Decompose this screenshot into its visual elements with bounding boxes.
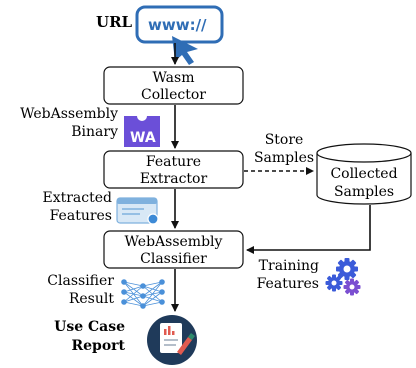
svg-text:Result: Result [69,291,115,307]
svg-text:Store: Store [265,132,304,148]
svg-text:Classifier: Classifier [47,273,114,289]
extracted-features-line1: Extracted [43,190,113,206]
store-samples-line1: Store [265,132,304,148]
svg-text:Features: Features [50,208,112,224]
feature-extractor-box: Feature Extractor [103,150,244,189]
training-features-line1: Training [259,258,319,274]
svg-text:Binary: Binary [71,124,118,140]
svg-text:Classifier: Classifier [140,251,207,267]
svg-text:Report: Report [71,338,125,354]
store-samples-line2: Samples [254,150,314,166]
svg-text:Extractor: Extractor [140,171,208,187]
wasm-classifier-line2: Classifier [140,251,207,267]
report-icon [147,315,197,365]
svg-text:Samples: Samples [334,184,394,200]
training-features-line2: Features [257,276,319,292]
webassembly-logo-icon: WA [124,116,160,147]
wasm-collector-line2: Collector [141,87,206,103]
url-browser-icon: www:// [135,5,224,44]
features-document-icon [116,197,159,225]
svg-text:WebAssembly: WebAssembly [125,234,223,250]
svg-text:Samples: Samples [254,150,314,166]
wasm-collector-line1: Wasm [153,70,195,86]
wasm-collector-box: Wasm Collector [103,66,244,105]
use-case-report-line2: Report [71,338,125,354]
gears-icon [325,258,361,296]
svg-text:Training: Training [259,258,319,274]
feature-extractor-line1: Feature [146,154,201,170]
classifier-result-line1: Classifier [47,273,114,289]
svg-text:Extracted: Extracted [43,190,113,206]
svg-text:Feature: Feature [146,154,201,170]
classifier-result-line2: Result [69,291,115,307]
feature-extractor-line2: Extractor [140,171,208,187]
neural-network-icon [121,279,165,309]
extracted-features-line2: Features [50,208,112,224]
url-field-text: www:// [148,16,207,34]
collected-samples-line1: Collected [330,166,397,182]
wasm-binary-label-line1: WebAssembly [20,106,118,122]
svg-text:Wasm: Wasm [153,70,195,86]
svg-text:Collector: Collector [141,87,206,103]
wasm-classifier-box: WebAssembly Classifier [103,230,244,269]
wasm-classifier-line1: WebAssembly [125,234,223,250]
url-label: URL [96,13,133,31]
wa-badge-text: WA [130,130,156,146]
use-case-report-line1: Use Case [54,319,125,335]
collected-samples-line2: Samples [334,184,394,200]
svg-text:Collected: Collected [330,166,397,182]
wasm-binary-label-line2: Binary [71,124,118,140]
svg-text:Use Case: Use Case [54,319,125,335]
svg-text:WebAssembly: WebAssembly [20,106,118,122]
svg-text:Features: Features [257,276,319,292]
collected-samples-database: Collected Samples [316,143,412,205]
